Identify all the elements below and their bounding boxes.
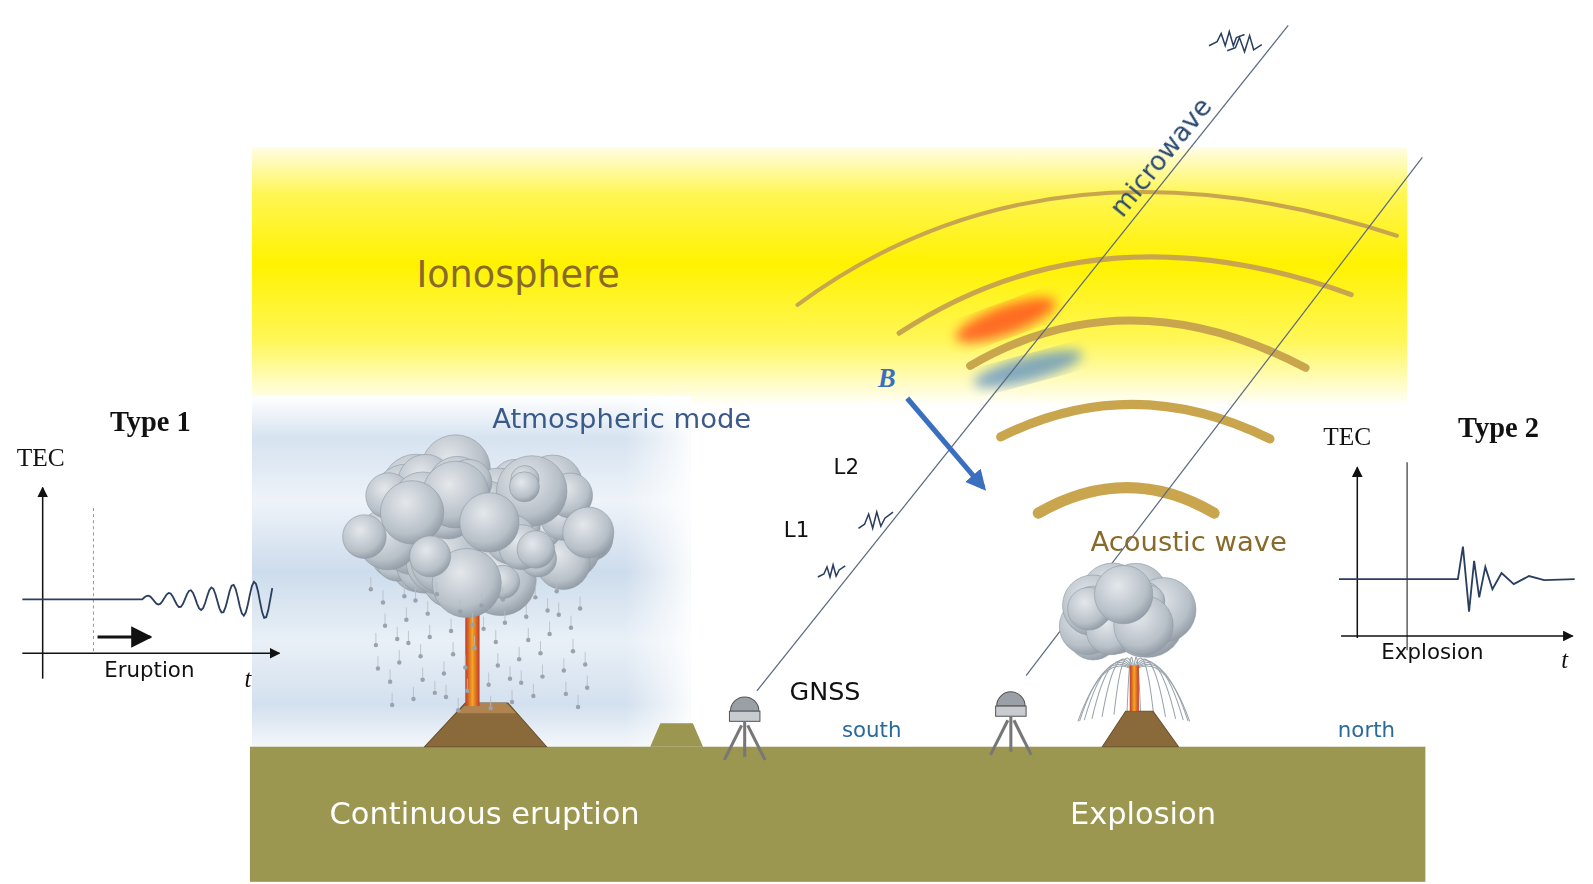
ground-label: Explosion: [1070, 797, 1216, 831]
event-label: Explosion: [1381, 641, 1483, 664]
ground-label: Continuous eruption: [330, 797, 640, 831]
field-label: B: [878, 364, 896, 393]
axis-label: t: [1561, 647, 1568, 674]
ionosphere-band: Ionosphere: [252, 147, 1407, 401]
continuous-eruption-volcano: [343, 435, 614, 747]
region-label: Atmospheric mode: [492, 403, 751, 433]
wave-label: Acoustic wave: [1090, 526, 1286, 556]
gnss-receiver: [991, 692, 1032, 755]
microwave-signal: [818, 31, 1262, 577]
hill: [650, 723, 703, 746]
ionosphere-band: [252, 147, 1407, 406]
ground: [250, 747, 1425, 882]
ground-band: Continuous eruption Explosion: [250, 747, 1425, 882]
chart-title: Type 2: [1458, 413, 1539, 444]
positive-anomaly: [951, 289, 1060, 352]
signal-label: L2: [834, 456, 859, 479]
type2-tec-chart: [1339, 462, 1575, 650]
axis-label: TEC: [17, 443, 65, 471]
atmosphere-band: [252, 396, 691, 746]
receiver-label: GNSS: [789, 678, 860, 706]
direction-label: south: [842, 719, 902, 742]
gnss-receiver: [724, 697, 765, 760]
explosion-volcano: [1059, 563, 1196, 747]
satellite-ray: [757, 25, 1288, 690]
satellite-ray: [1026, 157, 1422, 675]
axis-label: t: [245, 665, 252, 692]
magnetic-field-arrow: [907, 398, 983, 487]
event-label: Eruption: [104, 659, 194, 682]
axis-label: TEC: [1323, 423, 1371, 451]
band-title: Ionosphere: [416, 254, 619, 294]
chart-title: Type 1: [110, 407, 191, 438]
direction-label: north: [1338, 719, 1395, 742]
atmosphere-fade: [252, 396, 691, 746]
signal-label: L1: [784, 519, 809, 542]
type1-tec-chart: [22, 488, 279, 679]
acoustic-wavefronts: [798, 192, 1397, 513]
